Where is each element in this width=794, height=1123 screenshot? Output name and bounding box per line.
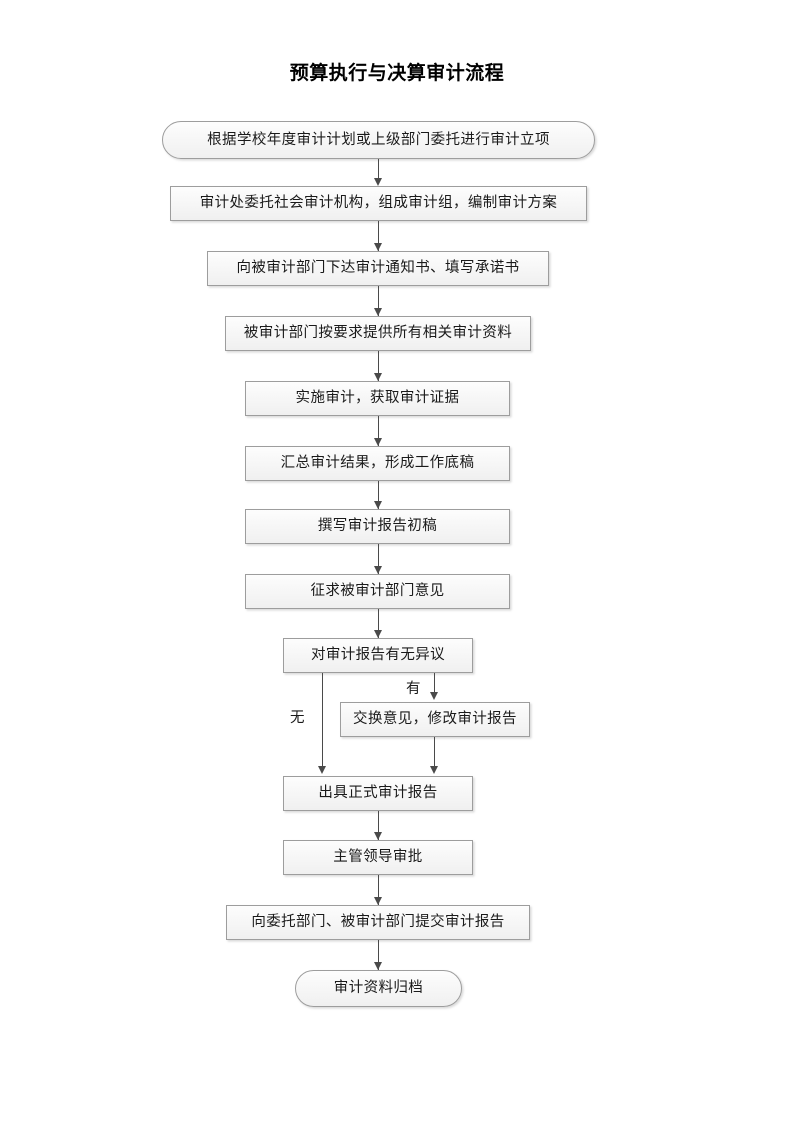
connector-yes-branch (434, 673, 435, 694)
node-assign-audit-agency[interactable]: 审计处委托社会审计机构，组成审计组，编制审计方案 (170, 186, 587, 221)
arrowhead-n4-to-n5 (373, 373, 382, 381)
connector-n7-to-n8 (378, 544, 379, 574)
connector-n8-to-decision (378, 609, 379, 638)
connector-n6-to-n7 (378, 481, 379, 509)
node-start[interactable]: 根据学校年度审计计划或上级部门委托进行审计立项 (162, 121, 595, 159)
arrowhead-start-to-n2 (373, 178, 382, 186)
arrowhead-n3-to-n4 (373, 308, 382, 316)
arrowhead-no-branch (317, 766, 326, 774)
node-solicit-opinions[interactable]: 征求被审计部门意见 (245, 574, 510, 609)
node-issue-formal-report[interactable]: 出具正式审计报告 (283, 776, 473, 811)
connector-n4-to-n5 (378, 351, 379, 381)
arrowhead-n8-to-decision (373, 630, 382, 638)
connector-revise-to-n11 (434, 737, 435, 768)
connector-n2-to-n3 (378, 221, 379, 251)
node-submit-report[interactable]: 向委托部门、被审计部门提交审计报告 (226, 905, 530, 940)
node-revise-report[interactable]: 交换意见，修改审计报告 (340, 702, 530, 737)
connector-no-branch (322, 673, 323, 768)
node-draft-report[interactable]: 撰写审计报告初稿 (245, 509, 510, 544)
connector-n13-to-end (378, 940, 379, 970)
connector-n5-to-n6 (378, 416, 379, 446)
branch-label-yes: 有 (406, 681, 421, 697)
node-provide-materials[interactable]: 被审计部门按要求提供所有相关审计资料 (225, 316, 531, 351)
branch-label-no: 无 (290, 710, 305, 726)
arrowhead-n6-to-n7 (373, 501, 382, 509)
node-decision-objection[interactable]: 对审计报告有无异议 (283, 638, 473, 673)
node-end-archive[interactable]: 审计资料归档 (295, 970, 462, 1007)
arrowhead-n12-to-n13 (373, 897, 382, 905)
arrowhead-n5-to-n6 (373, 438, 382, 446)
arrowhead-n2-to-n3 (373, 243, 382, 251)
connector-n12-to-n13 (378, 875, 379, 905)
node-issue-audit-notice[interactable]: 向被审计部门下达审计通知书、填写承诺书 (207, 251, 549, 286)
connector-start-to-n2 (378, 159, 379, 184)
page-title: 预算执行与决算审计流程 (289, 63, 505, 84)
arrowhead-n13-to-end (373, 962, 382, 970)
node-summarize-results[interactable]: 汇总审计结果，形成工作底稿 (245, 446, 510, 481)
connector-n11-to-n12 (378, 811, 379, 840)
connector-n3-to-n4 (378, 286, 379, 316)
arrowhead-n11-to-n12 (373, 832, 382, 840)
arrowhead-yes-branch (429, 692, 438, 700)
arrowhead-n7-to-n8 (373, 566, 382, 574)
node-leader-approval[interactable]: 主管领导审批 (283, 840, 473, 875)
node-conduct-audit[interactable]: 实施审计，获取审计证据 (245, 381, 510, 416)
arrowhead-revise-to-n11 (429, 766, 438, 774)
